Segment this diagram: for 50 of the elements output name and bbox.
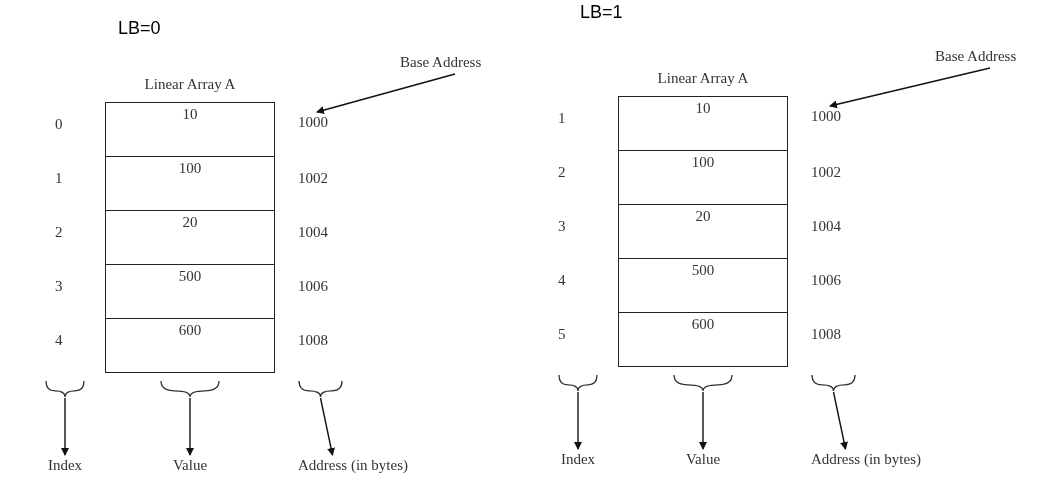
array-cell: 10 <box>618 96 788 151</box>
callout-text: Base Address <box>400 52 510 74</box>
arrow <box>832 391 848 450</box>
array-cell: 600 <box>105 318 275 373</box>
caption-text: Value <box>160 455 220 475</box>
array-cell: 10 <box>105 102 275 157</box>
index-number: 1 <box>558 109 566 128</box>
arrow <box>574 391 582 450</box>
index-number: 4 <box>558 271 566 290</box>
array-cell: 20 <box>105 210 275 265</box>
index-number: 0 <box>55 115 63 134</box>
arrow <box>319 397 335 456</box>
array-cell: 500 <box>105 264 275 319</box>
address-value: 1002 <box>811 163 841 182</box>
caption-text: Address (in bytes) <box>298 455 438 475</box>
array-title: Linear Array A <box>656 69 750 88</box>
index-number: 4 <box>55 331 63 350</box>
array-title: Linear Array A <box>143 75 237 94</box>
array-cell: 500 <box>618 258 788 313</box>
index-number: 5 <box>558 325 566 344</box>
lower-bound-label: LB=0 <box>118 18 161 38</box>
index-number: 2 <box>55 223 63 242</box>
index-number: 1 <box>55 169 63 188</box>
caption-text: Value <box>673 449 733 469</box>
caption-text: Index <box>553 449 603 469</box>
address-value: 1008 <box>811 325 841 344</box>
index-number: 3 <box>55 277 63 296</box>
arrow <box>316 73 456 114</box>
array-cell: 100 <box>105 156 275 211</box>
address-value: 1002 <box>298 169 328 188</box>
lower-bound-label: LB=1 <box>580 2 623 22</box>
array-cell: 600 <box>618 312 788 367</box>
address-value: 1004 <box>298 223 328 242</box>
address-value: 1006 <box>811 271 841 290</box>
index-number: 3 <box>558 217 566 236</box>
address-value: 1006 <box>298 277 328 296</box>
arrow <box>186 397 194 456</box>
arrow <box>61 397 69 456</box>
address-value: 1008 <box>298 331 328 350</box>
address-value: 1000 <box>298 112 336 132</box>
address-value: 1000 <box>811 106 849 126</box>
array-cell: 100 <box>618 150 788 205</box>
caption-text: Address (in bytes) <box>811 449 951 469</box>
callout-text: Base Address <box>935 46 1038 68</box>
caption-text: Index <box>40 455 90 475</box>
arrow <box>829 67 991 109</box>
address-value: 1004 <box>811 217 841 236</box>
arrow <box>699 391 707 450</box>
index-number: 2 <box>558 163 566 182</box>
array-cell: 20 <box>618 204 788 259</box>
